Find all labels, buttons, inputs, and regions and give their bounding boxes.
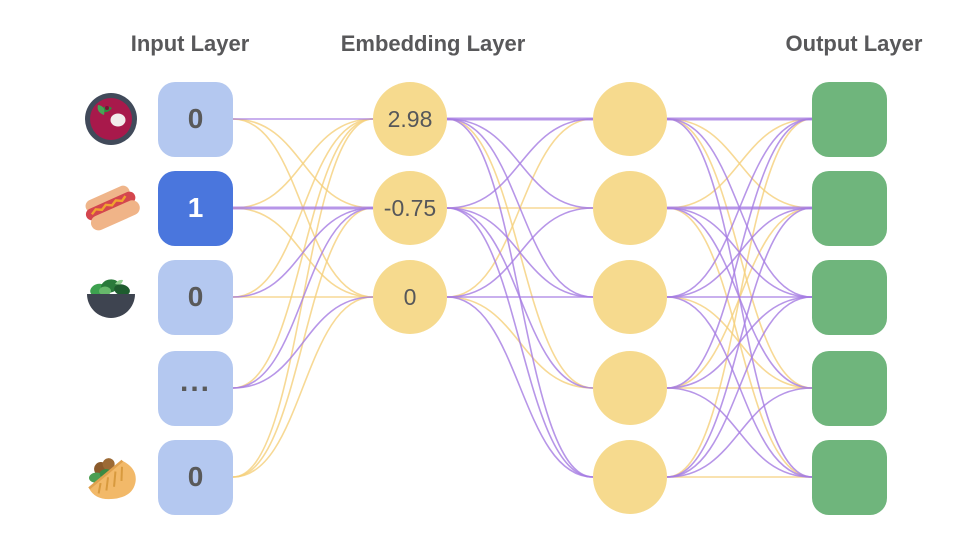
input-node-3: ... <box>158 350 233 426</box>
input-node-label: 1 <box>187 192 204 223</box>
input-node-label: ... <box>179 365 211 398</box>
input-layer-title: Input Layer <box>130 31 250 56</box>
connection-edge <box>232 118 374 209</box>
connection-edge <box>666 118 813 209</box>
connection-edge <box>446 118 594 298</box>
connection-edge <box>666 207 813 478</box>
connection-edge <box>666 118 813 389</box>
hidden-node-0 <box>593 82 667 156</box>
connection-edge <box>232 207 374 389</box>
connection-edge <box>446 207 594 478</box>
embedding-node-label: -0.75 <box>383 194 437 221</box>
input-node-2: 0 <box>158 259 233 335</box>
output-node-4 <box>812 439 887 515</box>
hotdog-icon <box>80 177 142 239</box>
connection-edge <box>446 296 594 478</box>
connection-edge <box>232 296 374 389</box>
connection-edge <box>666 207 813 389</box>
connection-edge <box>446 207 594 389</box>
output-layer-title: Output Layer <box>785 31 923 56</box>
connection-edge <box>666 387 813 478</box>
output-node-3 <box>812 350 887 426</box>
embedding-node-0: 2.98 <box>373 82 447 156</box>
input-node-4: 0 <box>158 439 233 515</box>
salad-icon <box>80 266 142 328</box>
input-node-label: 0 <box>187 461 204 492</box>
connection-edge <box>232 207 374 298</box>
output-node-1 <box>812 170 887 246</box>
soup-icon <box>80 88 142 150</box>
input-node-label: 0 <box>187 103 204 134</box>
connection-edge <box>666 296 813 478</box>
hidden-node-2 <box>593 260 667 334</box>
pita-icon <box>80 446 142 508</box>
embedding-layer-title: Embedding Layer <box>340 31 526 56</box>
input-node-label: 0 <box>187 281 204 312</box>
hidden-node-1 <box>593 171 667 245</box>
hidden-node-4 <box>593 440 667 514</box>
input-node-0: 0 <box>158 81 233 157</box>
output-node-0 <box>812 81 887 157</box>
embedding-node-label: 0 <box>403 283 417 310</box>
hidden-node-3 <box>593 351 667 425</box>
connection-edge <box>446 118 594 209</box>
input-node-1: 1 <box>158 170 233 246</box>
embedding-node-2: 0 <box>373 260 447 334</box>
connection-edge <box>666 118 813 298</box>
embedding-node-1: -0.75 <box>373 171 447 245</box>
connection-edge <box>446 207 594 298</box>
embedding-node-label: 2.98 <box>387 105 433 132</box>
output-node-2 <box>812 259 887 335</box>
connection-edge <box>232 296 374 478</box>
